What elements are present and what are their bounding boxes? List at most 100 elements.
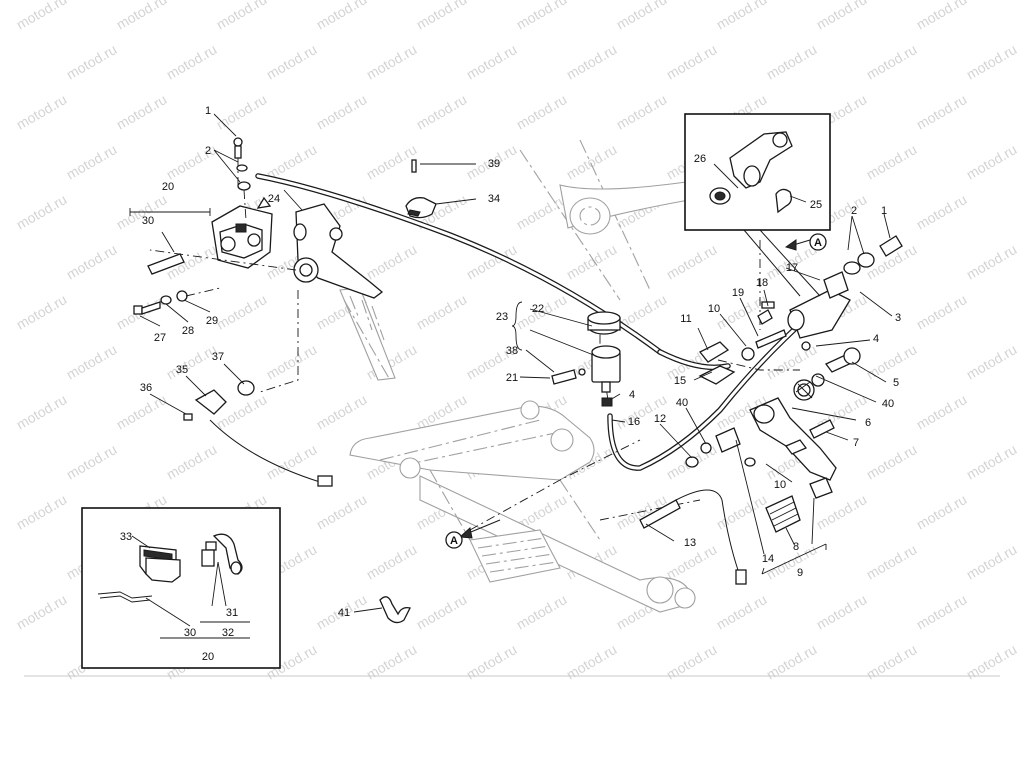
watermark-text: motod.ru [164, 41, 220, 82]
callout-23: 23 [496, 311, 508, 323]
callout-37: 37 [212, 351, 224, 363]
watermark-text: motod.ru [914, 591, 970, 632]
watermark-text: motod.ru [364, 141, 420, 182]
caliper-bolt [233, 137, 251, 191]
cable-tie [379, 596, 411, 624]
callout-25: 25 [810, 199, 822, 211]
watermark-text: motod.ru [664, 41, 720, 82]
callout-2-left: 2 [205, 145, 211, 157]
watermark-text: motod.ru [714, 491, 770, 532]
callout-4-centre: 4 [629, 389, 635, 401]
watermark-text: motod.ru [464, 41, 520, 82]
watermark-text: motod.ru [864, 441, 920, 482]
brake-switch [698, 329, 811, 385]
callout-1-left: 1 [205, 105, 211, 117]
watermark-text: motod.ru [264, 441, 320, 482]
watermark-text: motod.ru [814, 591, 870, 632]
pedal-boot [765, 495, 801, 533]
view-a-label-bottom: A [450, 535, 458, 547]
callout-41: 41 [338, 607, 350, 619]
callout-20-inset: 20 [202, 651, 214, 663]
watermark-text: motod.ru [314, 491, 370, 532]
watermark-text: motod.ru [314, 391, 370, 432]
watermark-text: motod.ru [64, 441, 120, 482]
callout-leader-lines [129, 113, 893, 639]
callout-34: 34 [488, 193, 500, 205]
callout-labels: 1 2 20 30 24 27 28 29 37 35 36 39 34 23 … [120, 105, 901, 663]
watermark-text: motod.ru [964, 441, 1020, 482]
watermark-text: motod.ru [414, 591, 470, 632]
callout-20-top: 20 [162, 181, 174, 193]
callout-12: 12 [654, 413, 666, 425]
callout-26: 26 [694, 153, 706, 165]
watermark-text: motod.ru [964, 541, 1020, 582]
watermark-text: motod.ru [64, 41, 120, 82]
callout-28: 28 [182, 325, 194, 337]
watermark-text: motod.ru [14, 0, 70, 33]
callout-15: 15 [674, 375, 686, 387]
callout-4-right: 4 [873, 333, 879, 345]
watermark-text: motod.ru [764, 41, 820, 82]
watermark-text: motod.ru [964, 341, 1020, 382]
watermark-text: motod.ru [964, 41, 1020, 82]
watermark-text: motod.ru [414, 291, 470, 332]
pedal-bushing [685, 427, 756, 468]
view-a-label-top: A [814, 237, 822, 249]
watermark-text: motod.ru [514, 91, 570, 132]
watermark-text: motod.ru [664, 241, 720, 282]
callout-33: 33 [120, 531, 132, 543]
callout-11: 11 [680, 313, 691, 325]
watermark-text: motod.ru [14, 591, 70, 632]
watermark-text: motod.ru [714, 0, 770, 33]
caliper-bracket-small-parts [133, 290, 188, 315]
watermark-text: motod.ru [914, 0, 970, 33]
watermark-text: motod.ru [14, 291, 70, 332]
callout-29: 29 [206, 315, 218, 327]
watermark-text: motod.ru [514, 191, 570, 232]
watermark-text: motod.ru [914, 191, 970, 232]
callout-14: 14 [762, 553, 774, 565]
watermark-text: motod.ru [814, 0, 870, 33]
callout-35: 35 [176, 364, 188, 376]
watermark-text: motod.ru [714, 591, 770, 632]
watermark-text: motod.ru [914, 391, 970, 432]
watermark-text: motod.ru [914, 491, 970, 532]
watermark-text: motod.ru [814, 491, 870, 532]
watermark-text: motod.ru [864, 541, 920, 582]
watermark-text: motod.ru [314, 0, 370, 33]
watermark-text: motod.ru [214, 0, 270, 33]
watermark-text: motod.ru [964, 241, 1020, 282]
watermark-text: motod.ru [64, 341, 120, 382]
callout-7: 7 [853, 437, 859, 449]
watermark-text: motod.ru [514, 0, 570, 33]
watermark-text: motod.ru [764, 341, 820, 382]
callout-30-left: 30 [142, 215, 154, 227]
view-a-marker-top: A [784, 233, 827, 251]
inset-pads-detail [81, 507, 281, 669]
fluid-reservoir [551, 311, 621, 407]
brake-pedal [749, 397, 837, 499]
watermark-text: motod.ru [564, 241, 620, 282]
watermark-text: motod.ru [614, 91, 670, 132]
watermark-text: motod.ru [964, 141, 1020, 182]
callout-40-centre: 40 [676, 397, 688, 409]
watermark-text: motod.ru [864, 341, 920, 382]
watermark-text: motod.ru [64, 241, 120, 282]
assembly-leader-lines [149, 158, 800, 531]
watermark-text: motod.ru [14, 191, 70, 232]
watermark-text: motod.ru [564, 141, 620, 182]
callout-18: 18 [756, 277, 768, 289]
callout-21: 21 [506, 372, 518, 384]
watermark-text: motod.ru [164, 441, 220, 482]
watermark-text: motod.ru [114, 91, 170, 132]
callout-5: 5 [893, 377, 899, 389]
watermark-text: motod.ru [364, 41, 420, 82]
brake-caliper-assembly [211, 196, 273, 269]
watermark-text: motod.ru [414, 91, 470, 132]
watermark-text: motod.ru [364, 241, 420, 282]
caliper-pin [147, 253, 185, 275]
watermark-text: motod.ru [14, 391, 70, 432]
speed-sensor [183, 380, 333, 487]
watermark-text: motod.ru [414, 0, 470, 33]
